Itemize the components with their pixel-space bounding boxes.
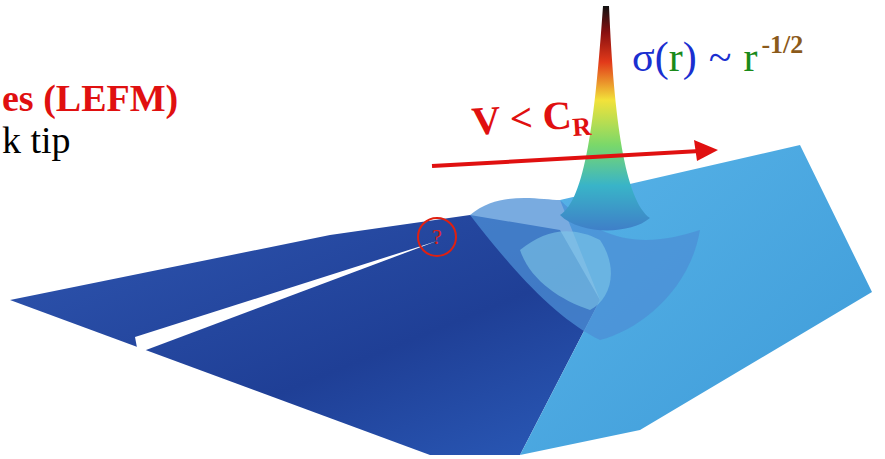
question-mark: ? <box>432 226 442 248</box>
text-label: r <box>743 33 757 81</box>
velocity-arrow <box>432 151 700 166</box>
text-label: ) <box>683 33 697 81</box>
marker-circle: ? <box>417 217 457 257</box>
label-group: k tip <box>2 118 71 162</box>
text-label: σ( <box>632 33 669 81</box>
label-group: σ(r)~r-1/2 <box>632 30 803 81</box>
text-label: es (LEFM) <box>2 76 178 120</box>
label-group: es (LEFM) <box>2 76 178 120</box>
stress-bump <box>520 231 611 310</box>
subscript: R <box>571 112 592 143</box>
exponent: -1/2 <box>761 30 803 60</box>
arrow-head <box>694 140 718 161</box>
text-label: ~ <box>709 33 732 81</box>
sheet-right <box>520 145 872 455</box>
label-group: V < CR <box>470 90 592 150</box>
text-label: r <box>669 33 683 81</box>
text-label: k tip <box>2 118 71 162</box>
crack <box>135 241 437 353</box>
text-label: V < C <box>470 91 573 145</box>
